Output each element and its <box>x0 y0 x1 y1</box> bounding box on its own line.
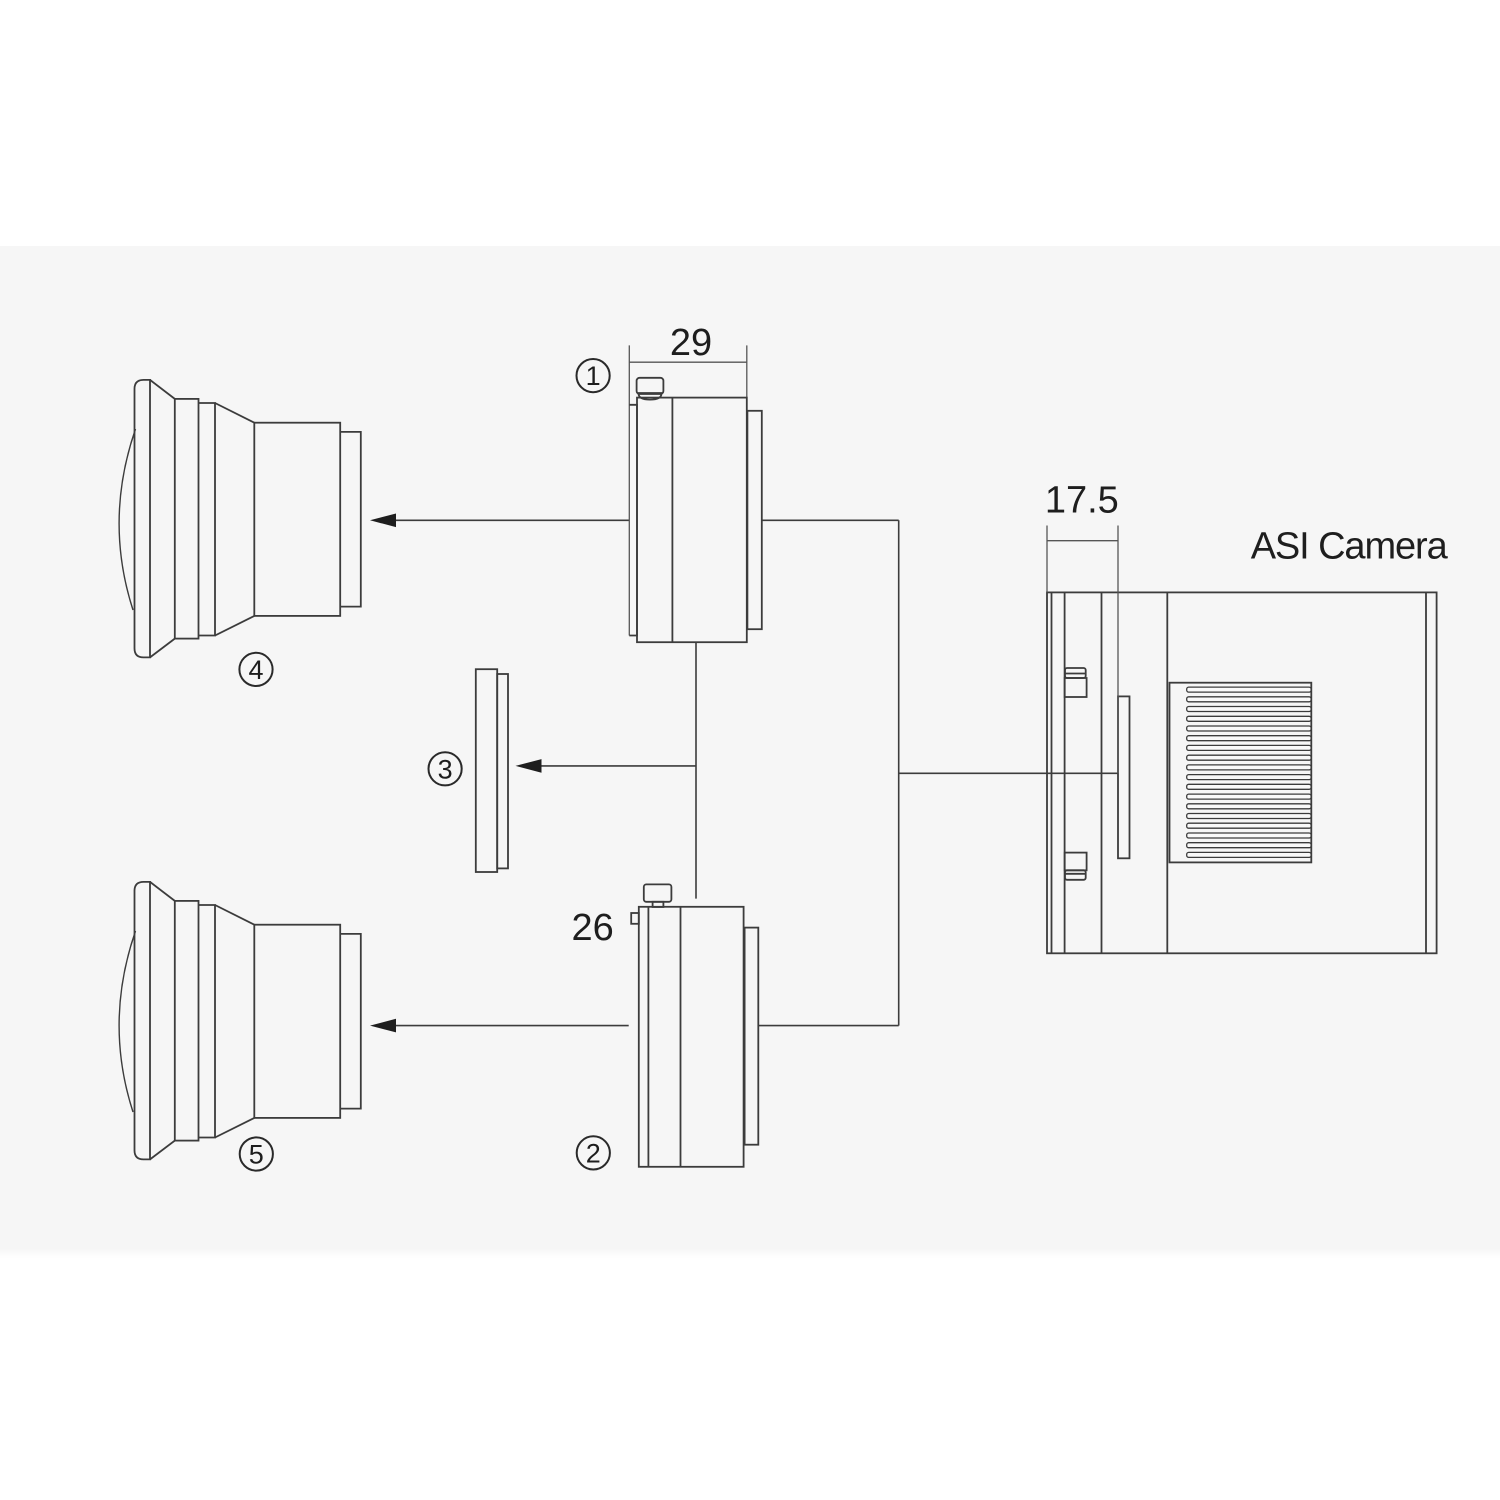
svg-text:26: 26 <box>571 907 613 949</box>
svg-text:1: 1 <box>586 361 601 391</box>
svg-text:17.5: 17.5 <box>1045 480 1119 522</box>
svg-text:3: 3 <box>438 754 453 784</box>
svg-text:ASI Camera: ASI Camera <box>1251 526 1449 568</box>
svg-text:2: 2 <box>586 1139 601 1169</box>
svg-text:5: 5 <box>249 1140 264 1170</box>
svg-text:29: 29 <box>670 322 712 364</box>
svg-text:4: 4 <box>248 655 263 685</box>
